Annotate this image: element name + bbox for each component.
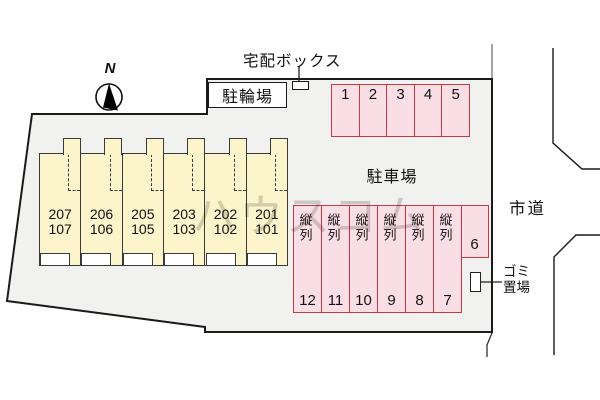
- tandem-space-number: 12: [299, 292, 316, 309]
- compass-needle-icon: [103, 83, 118, 111]
- roof-protrusion: [270, 138, 288, 155]
- unit-number-upper: 205: [131, 206, 155, 222]
- parking-space: 5: [451, 86, 460, 103]
- building-unit: 201 101: [247, 154, 287, 265]
- tandem-parking-space: 縦列 8: [406, 206, 434, 312]
- unit-entrance: [247, 253, 277, 266]
- unit-number-upper: 201: [255, 206, 279, 222]
- unit-entrance: [205, 253, 236, 266]
- road-line-upper: [552, 48, 600, 170]
- parking-space: 2: [360, 85, 388, 136]
- watermark-text: ハウスコム: [192, 192, 427, 241]
- tandem-parking-space: 縦列 7: [434, 206, 461, 312]
- tandem-space-number: 7: [443, 292, 452, 309]
- balcony-dashed-outline: [150, 154, 163, 191]
- apartment-building: 207 107 206 106 205 105 203 103: [39, 153, 288, 266]
- building-unit: 206 106: [81, 154, 123, 265]
- delivery-box: [292, 81, 309, 90]
- tandem-parking-space: 縦列 9: [378, 206, 406, 312]
- tandem-space-number: 8: [415, 292, 424, 309]
- tandem-label: 縦列: [353, 213, 369, 243]
- tandem-label: 縦列: [437, 213, 453, 243]
- tandem-space-number: 9: [387, 292, 396, 309]
- road-edge-bottom: [486, 332, 493, 357]
- unit-number-lower: 106: [89, 220, 114, 237]
- unit-numbers: 203 103: [164, 207, 204, 236]
- balcony-dashed-outline: [109, 154, 122, 191]
- unit-entrance: [164, 253, 194, 266]
- roof-protrusion: [187, 138, 205, 155]
- unit-numbers: 207 107: [40, 207, 80, 236]
- roof-protrusion: [62, 138, 81, 155]
- roof-protrusion: [145, 138, 164, 155]
- roof-protrusion: [228, 138, 247, 155]
- tandem-label: 縦列: [325, 213, 341, 243]
- tandem-label: 縦列: [409, 213, 425, 243]
- balcony-dashed-outline: [274, 154, 287, 191]
- unit-number-upper: 207: [48, 206, 72, 222]
- tandem-space-number: 10: [355, 292, 372, 309]
- road-line-lower: [553, 234, 600, 355]
- parking-tandem-block: 縦列 12 縦列 11 縦列 10 縦列 9 縦列 8 縦列 7: [293, 205, 462, 313]
- garbage-label-line1: ゴミ: [503, 264, 530, 279]
- unit-numbers: 206 106: [81, 207, 121, 236]
- unit-numbers: 201 101: [247, 207, 287, 236]
- roof-protrusion: [104, 138, 122, 155]
- unit-entrance: [39, 253, 70, 266]
- unit-number-upper: 206: [89, 206, 114, 222]
- unit-number-upper: 203: [172, 206, 196, 222]
- unit-entrance: [81, 253, 111, 266]
- building-unit: 203 103: [164, 154, 206, 265]
- unit-number-lower: 102: [213, 220, 238, 237]
- building-unit: 205 105: [123, 154, 164, 265]
- unit-number-lower: 101: [255, 220, 279, 237]
- balcony-dashed-outline: [68, 154, 81, 191]
- tandem-parking-space: 縦列 10: [350, 206, 378, 312]
- city-road-label: 市道: [509, 200, 546, 218]
- delivery-box-label: 宅配ボックス: [243, 53, 342, 70]
- parking-space: 4: [415, 85, 443, 136]
- compass-north-label: N: [104, 60, 116, 77]
- garbage-area-label: ゴミ 置場: [503, 264, 530, 295]
- bicycle-parking-box: 駐輪場: [208, 82, 287, 108]
- unit-number-lower: 105: [131, 220, 155, 237]
- parking-lot-label: 駐車場: [366, 169, 418, 186]
- parking-space: 1: [332, 85, 360, 136]
- garbage-box: [470, 272, 481, 292]
- unit-number-lower: 103: [172, 220, 196, 237]
- parking-row-1-5: 1 2 3 4 5: [331, 84, 470, 137]
- building-unit: 202 102: [205, 154, 247, 265]
- tandem-label: 縦列: [297, 213, 313, 243]
- unit-entrance: [122, 253, 153, 266]
- tandem-space-number: 11: [327, 292, 344, 309]
- unit-number-lower: 107: [48, 220, 72, 237]
- parking-space: 3: [387, 85, 415, 136]
- parking-space-6: 6: [460, 205, 489, 258]
- unit-numbers: 205 105: [123, 207, 163, 236]
- unit-number-upper: 202: [213, 206, 238, 222]
- garbage-label-line2: 置場: [503, 279, 530, 295]
- tandem-parking-space: 縦列 11: [322, 206, 350, 312]
- unit-numbers: 202 102: [205, 207, 245, 236]
- building-unit: 207 107: [40, 154, 82, 265]
- balcony-dashed-outline: [233, 154, 246, 191]
- tandem-parking-space: 縦列 12: [294, 206, 322, 312]
- tandem-label: 縦列: [381, 213, 397, 243]
- balcony-dashed-outline: [192, 154, 205, 191]
